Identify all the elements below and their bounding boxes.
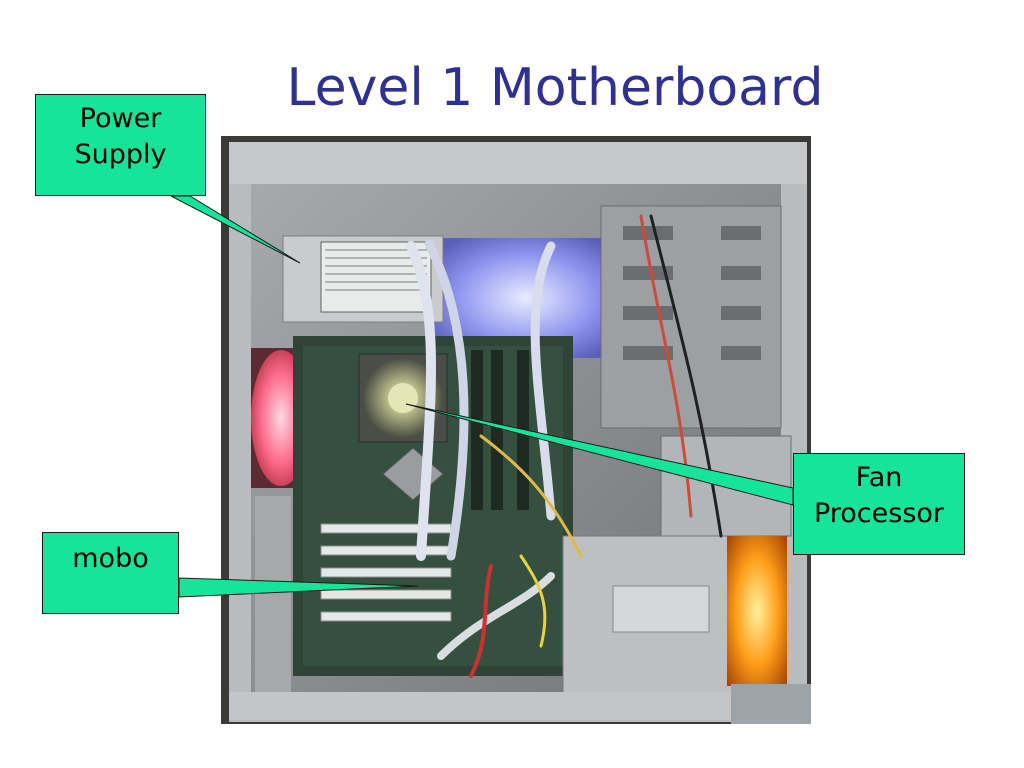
- fan-processor-callout-line2: Processor: [813, 497, 945, 529]
- power-supply-callout-line1: Power: [79, 103, 162, 134]
- mobo-callout-label: mobo: [72, 543, 149, 574]
- computer-case-photo: [221, 136, 811, 724]
- mobo-callout: mobo: [42, 532, 179, 614]
- power-supply-callout-line2: Supply: [74, 138, 167, 170]
- fan-processor-callout-line1: Fan: [855, 462, 903, 493]
- slide-title: Level 1 Motherboard: [286, 58, 824, 118]
- power-supply-callout: Power Supply: [35, 94, 206, 196]
- fan-processor-callout: Fan Processor: [793, 453, 965, 555]
